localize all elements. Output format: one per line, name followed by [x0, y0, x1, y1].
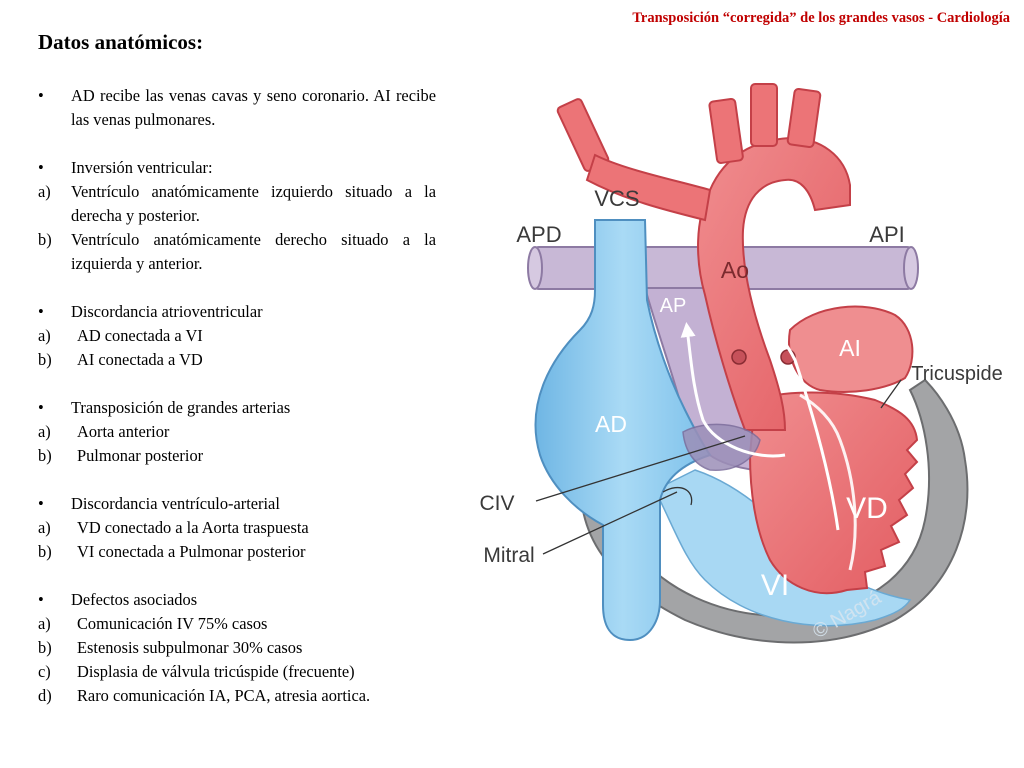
anatomy-list: • AD recibe las venas cavas y seno coron… [38, 84, 436, 732]
sub-item-text: Aorta anterior [71, 420, 436, 444]
bullet-marker: • [38, 588, 71, 612]
section-atria: • AD recibe las venas cavas y seno coron… [38, 84, 436, 132]
sub-item: b) VI conectada a Pulmonar posterior [38, 540, 436, 564]
label-vcs: VCS [594, 186, 639, 211]
valve [732, 350, 746, 364]
sub-item-text: Ventrículo anatómicamente derecho situad… [71, 228, 436, 276]
sub-item-text: VD conectado a la Aorta traspuesta [71, 516, 436, 540]
sub-item: b) Estenosis subpulmonar 30% casos [38, 636, 436, 660]
sub-item: a) Aorta anterior [38, 420, 436, 444]
section-associated-defects: • Defectos asociados a) Comunicación IV … [38, 588, 436, 708]
sub-item: d) Raro comunicación IA, PCA, atresia ao… [38, 684, 436, 708]
sub-item-marker: c) [38, 660, 71, 684]
label-apd: APD [516, 222, 561, 247]
sub-item: c) Displasia de válvula tricúspide (frec… [38, 660, 436, 684]
bullet-marker: • [38, 396, 71, 420]
aorta-branch [751, 84, 777, 146]
bullet-text: Discordancia ventrículo-arterial [71, 492, 436, 516]
sub-item-text: Pulmonar posterior [71, 444, 436, 468]
bullet-row: • Discordancia ventrículo-arterial [38, 492, 436, 516]
section-great-arteries: • Transposición de grandes arterias a) A… [38, 396, 436, 468]
sub-item-text: AI conectada a VD [71, 348, 436, 372]
bullet-marker: • [38, 84, 71, 132]
sub-item-text: Displasia de válvula tricúspide (frecuen… [71, 660, 436, 684]
bullet-text: Discordancia atrioventricular [71, 300, 436, 324]
api-end [904, 247, 918, 289]
label-ad: AD [595, 411, 627, 437]
section-ventricular-inversion: • Inversión ventricular: a) Ventrículo a… [38, 156, 436, 276]
bullet-row: • Defectos asociados [38, 588, 436, 612]
bullet-text: AD recibe las venas cavas y seno coronar… [71, 84, 436, 132]
label-vd: VD [846, 492, 888, 525]
aorta-branch [709, 98, 743, 163]
bullet-row: • AD recibe las venas cavas y seno coron… [38, 84, 436, 132]
sub-item-marker: a) [38, 324, 71, 348]
section-av-discordance: • Discordancia atrioventricular a) AD co… [38, 300, 436, 372]
bullet-text: Defectos asociados [71, 588, 436, 612]
sub-item-marker: d) [38, 684, 71, 708]
bullet-marker: • [38, 156, 71, 180]
label-mitral: Mitral [483, 544, 534, 567]
section-va-discordance: • Discordancia ventrículo-arterial a) VD… [38, 492, 436, 564]
label-api: API [869, 222, 904, 247]
sub-item: a) Comunicación IV 75% casos [38, 612, 436, 636]
sub-item: b) Pulmonar posterior [38, 444, 436, 468]
sub-item-marker: a) [38, 420, 71, 444]
sub-item-marker: b) [38, 228, 71, 276]
sub-item: a) AD conectada a VI [38, 324, 436, 348]
sub-item-marker: a) [38, 516, 71, 540]
apd-end [528, 247, 542, 289]
bullet-marker: • [38, 300, 71, 324]
slide-title: Datos anatómicos: [38, 30, 203, 55]
aorta-branch [787, 88, 821, 147]
sub-item-text: Estenosis subpulmonar 30% casos [71, 636, 436, 660]
sub-item-text: Ventrículo anatómicamente izquierdo situ… [71, 180, 436, 228]
heart-diagram: VCS APD API Ao AP AI Tricuspide AD CIV M… [455, 60, 1020, 660]
bullet-text: Transposición de grandes arterias [71, 396, 436, 420]
bullet-row: • Inversión ventricular: [38, 156, 436, 180]
sub-item-marker: b) [38, 636, 71, 660]
sub-item-marker: a) [38, 612, 71, 636]
sub-item-marker: b) [38, 444, 71, 468]
bullet-row: • Transposición de grandes arterias [38, 396, 436, 420]
sub-item-marker: b) [38, 540, 71, 564]
sub-item-text: VI conectada a Pulmonar posterior [71, 540, 436, 564]
sub-item-text: Comunicación IV 75% casos [71, 612, 436, 636]
slide-header: Transposición “corregida” de los grandes… [632, 10, 1010, 27]
label-ap: AP [660, 295, 687, 317]
sub-item-text: Raro comunicación IA, PCA, atresia aorti… [71, 684, 436, 708]
bullet-text: Inversión ventricular: [71, 156, 436, 180]
label-tricuspide: Tricuspide [911, 363, 1003, 385]
label-vi: VI [761, 569, 789, 602]
label-ao: Ao [721, 257, 749, 283]
label-civ: CIV [479, 492, 514, 515]
sub-item-marker: a) [38, 180, 71, 228]
sub-item: a) VD conectado a la Aorta traspuesta [38, 516, 436, 540]
sub-item: a) Ventrículo anatómicamente izquierdo s… [38, 180, 436, 228]
sub-item: b) Ventrículo anatómicamente derecho sit… [38, 228, 436, 276]
sub-item: b) AI conectada a VD [38, 348, 436, 372]
sub-item-marker: b) [38, 348, 71, 372]
bullet-marker: • [38, 492, 71, 516]
sub-item-text: AD conectada a VI [71, 324, 436, 348]
label-ai: AI [839, 335, 861, 361]
bullet-row: • Discordancia atrioventricular [38, 300, 436, 324]
